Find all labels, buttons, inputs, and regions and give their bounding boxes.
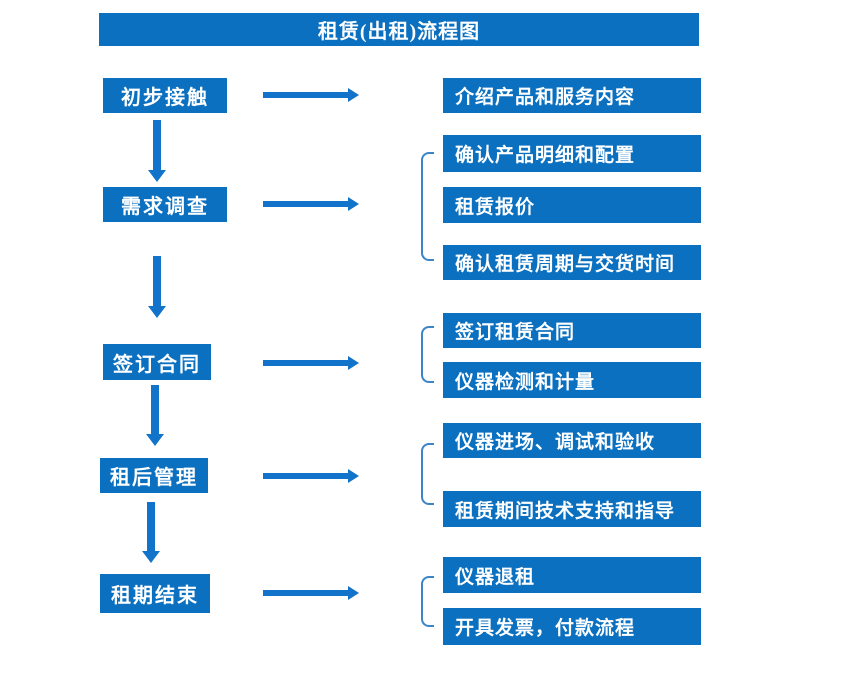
arrow-right-icon (263, 586, 359, 600)
output-box-confirm-product-details: 确认产品明细和配置 (443, 135, 701, 172)
output-label: 仪器进场、调试和验收 (455, 432, 656, 453)
flowchart-title: 租赁(出租)流程图 (99, 13, 699, 46)
arrow-head (348, 356, 359, 370)
arrow-head (348, 197, 359, 211)
group-bracket-icon (421, 443, 434, 505)
arrow-shaft (151, 385, 159, 434)
output-box-invoice-payment: 开具发票，付款流程 (443, 608, 701, 645)
arrow-down-icon (148, 256, 166, 318)
output-box-instrument-setup-acceptance: 仪器进场、调试和验收 (443, 423, 701, 458)
arrow-shaft (263, 473, 348, 479)
arrow-right-icon (263, 88, 359, 102)
arrow-shaft (153, 256, 161, 306)
arrow-shaft (263, 201, 348, 207)
arrow-right-icon (263, 469, 359, 483)
output-box-sign-rental-contract: 签订租赁合同 (443, 313, 701, 348)
arrow-right-icon (263, 356, 359, 370)
group-bracket-icon (421, 576, 434, 627)
stage-box-sign-contract: 签订合同 (103, 344, 211, 380)
arrow-shaft (263, 360, 348, 366)
arrow-head (348, 586, 359, 600)
output-label: 租赁报价 (455, 196, 536, 218)
arrow-right-icon (263, 197, 359, 211)
arrow-shaft (263, 590, 348, 596)
stage-box-initial-contact: 初步接触 (103, 78, 227, 113)
output-box-instrument-return: 仪器退租 (443, 557, 701, 593)
output-label: 开具发票，付款流程 (455, 618, 636, 639)
arrow-head (146, 434, 164, 446)
output-label: 租赁期间技术支持和指导 (455, 500, 676, 522)
stage-label: 签订合同 (113, 353, 201, 376)
stage-box-rental-end: 租期结束 (100, 574, 210, 613)
arrow-down-icon (142, 502, 160, 563)
arrow-head (348, 469, 359, 483)
output-box-instrument-testing: 仪器检测和计量 (443, 362, 701, 398)
output-box-technical-support: 租赁期间技术支持和指导 (443, 491, 701, 527)
group-bracket-icon (421, 326, 434, 383)
output-label: 确认租赁周期与交货时间 (455, 254, 676, 275)
stage-label: 租期结束 (111, 585, 199, 607)
stage-box-post-rental-management: 租后管理 (100, 458, 208, 493)
group-bracket-icon (421, 152, 434, 261)
output-box-rental-quotation: 租赁报价 (443, 187, 701, 223)
arrow-shaft (153, 120, 161, 170)
arrow-shaft (147, 502, 155, 551)
arrow-head (142, 551, 160, 563)
arrow-head (148, 170, 166, 182)
output-label: 仪器检测和计量 (455, 371, 596, 393)
output-box-confirm-rental-period: 确认租赁周期与交货时间 (443, 245, 701, 280)
output-label: 介绍产品和服务内容 (455, 87, 636, 108)
output-box-introduce-products: 介绍产品和服务内容 (443, 78, 701, 113)
stage-label: 初步接触 (121, 87, 209, 109)
stage-label: 租后管理 (110, 467, 198, 489)
output-label: 确认产品明细和配置 (455, 145, 636, 166)
arrow-head (348, 88, 359, 102)
flowchart-title-text: 租赁(出租)流程图 (317, 21, 481, 43)
stage-box-demand-survey: 需求调查 (103, 187, 227, 222)
arrow-down-icon (146, 385, 164, 446)
output-label: 仪器退租 (455, 566, 536, 588)
arrow-down-icon (148, 120, 166, 182)
stage-label: 需求调查 (121, 196, 209, 218)
arrow-shaft (263, 92, 348, 98)
arrow-head (148, 306, 166, 318)
output-label: 签订租赁合同 (455, 322, 576, 343)
